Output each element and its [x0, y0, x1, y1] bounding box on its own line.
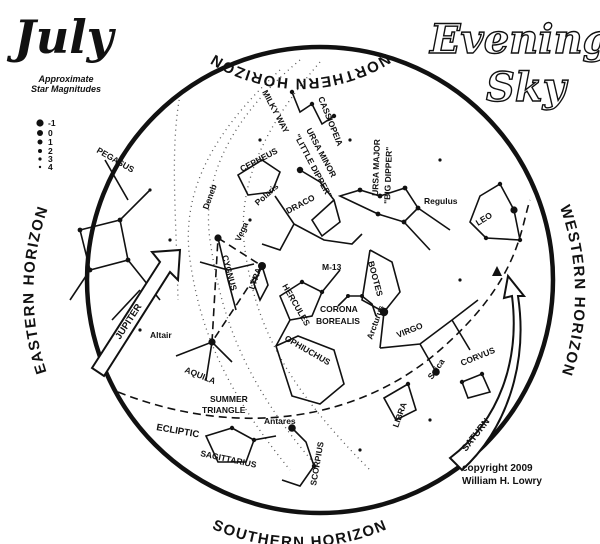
title-sky: Sky — [485, 63, 566, 111]
milky-way-band — [173, 59, 371, 471]
magnitude-label: -1 — [48, 118, 56, 128]
label-antares: Antares — [264, 416, 296, 426]
summer-triangle-lines — [211, 236, 264, 345]
cepheus-lines — [236, 159, 281, 196]
label-leo: LEO — [474, 210, 494, 228]
saturn-marker-icon — [492, 266, 502, 276]
star-arcturus — [379, 307, 389, 317]
copyright-line: copyright 2009 — [462, 463, 533, 474]
cygnus-lines — [199, 237, 255, 311]
label-corona: CORONA — [320, 304, 358, 314]
star-deneb — [214, 234, 222, 242]
western-horizon-label: WESTERN HORIZON — [556, 203, 588, 379]
sky-circle — [84, 44, 556, 516]
ophiuchus-lines — [275, 335, 345, 405]
label-summer: SUMMER — [210, 394, 248, 404]
star-polaris — [296, 166, 304, 174]
star-antares — [288, 424, 296, 432]
title-evening: Evening — [429, 15, 600, 63]
star-vega — [258, 262, 266, 270]
corvus-lines — [460, 372, 492, 399]
ursa-minor-lines — [299, 169, 341, 238]
virgo-lines — [379, 299, 479, 373]
sagittarius-lines — [204, 427, 277, 463]
magnitude-label: 4 — [48, 162, 53, 172]
label-corvus: CORVUS — [459, 345, 497, 368]
star-spica — [432, 368, 440, 376]
label-virgo: VIRGO — [395, 320, 425, 340]
lyra-lines — [253, 263, 269, 302]
label-deneb: Deneb — [200, 183, 218, 211]
northern-horizon-label: NORTHERN HORIZON — [207, 50, 393, 92]
label-hercules: HERCULES — [280, 282, 312, 328]
label-regulus: Regulus — [424, 196, 458, 206]
hercules-lines — [275, 269, 341, 347]
magnitude-label: 1 — [48, 137, 53, 147]
eastern-horizon-label: EASTERN HORIZON — [20, 203, 52, 376]
label-altair: Altair — [150, 330, 172, 340]
label-vega: Vega — [233, 220, 251, 242]
constellation-lines — [69, 91, 521, 487]
author-line: William H. Lowry — [462, 476, 542, 487]
stars — [77, 89, 523, 469]
saturn-banner: SATURN — [448, 273, 527, 472]
label-ecliptic: ECLIPTIC — [155, 422, 200, 440]
label-draco: DRACO — [284, 192, 317, 216]
label-aquila: AQUILA — [183, 365, 217, 386]
magnitude-label: 0 — [48, 128, 53, 138]
draco-lines — [261, 195, 363, 251]
month-title: July — [14, 10, 114, 64]
label-m13: M-13 — [322, 262, 342, 272]
label-milky-way: MILKY WAY — [260, 88, 291, 135]
label-ophiuchus: OPHIUCHUS — [283, 333, 332, 367]
magnitude-scale — [36, 119, 44, 169]
magnitude-label: 3 — [48, 154, 53, 164]
star-altair — [208, 338, 216, 346]
label-big-dipper: "BIG DIPPER" — [382, 147, 394, 205]
label-borealis: BOREALIS — [316, 316, 360, 326]
label-cepheus: CEPHEUS — [238, 145, 279, 173]
label-bootes: BOOTES — [366, 260, 385, 298]
magnitude-label: 2 — [48, 146, 53, 156]
ecliptic-line — [117, 199, 531, 420]
ursa-major-lines — [337, 187, 451, 251]
magnitude-scale-labels: -1 0 1 2 3 4 — [48, 118, 56, 172]
label-ursa-major: URSA MAJOR — [370, 139, 382, 196]
label-lyra: LYRA — [246, 266, 263, 290]
label-cygnus: CYGNUS — [220, 254, 239, 292]
libra-lines — [382, 382, 417, 422]
label-scorpius: SCORPIUS — [308, 441, 326, 487]
southern-horizon-label: SOUTHERN HORIZON — [210, 517, 390, 544]
magnitudes-title: Approximate Star Magnitudes — [30, 74, 101, 94]
label-triangle: TRIANGLE — [202, 405, 246, 415]
star-regulus — [510, 206, 518, 214]
copyright-block: copyright 2009 William H. Lowry — [462, 462, 542, 488]
bootes-lines — [361, 249, 401, 349]
